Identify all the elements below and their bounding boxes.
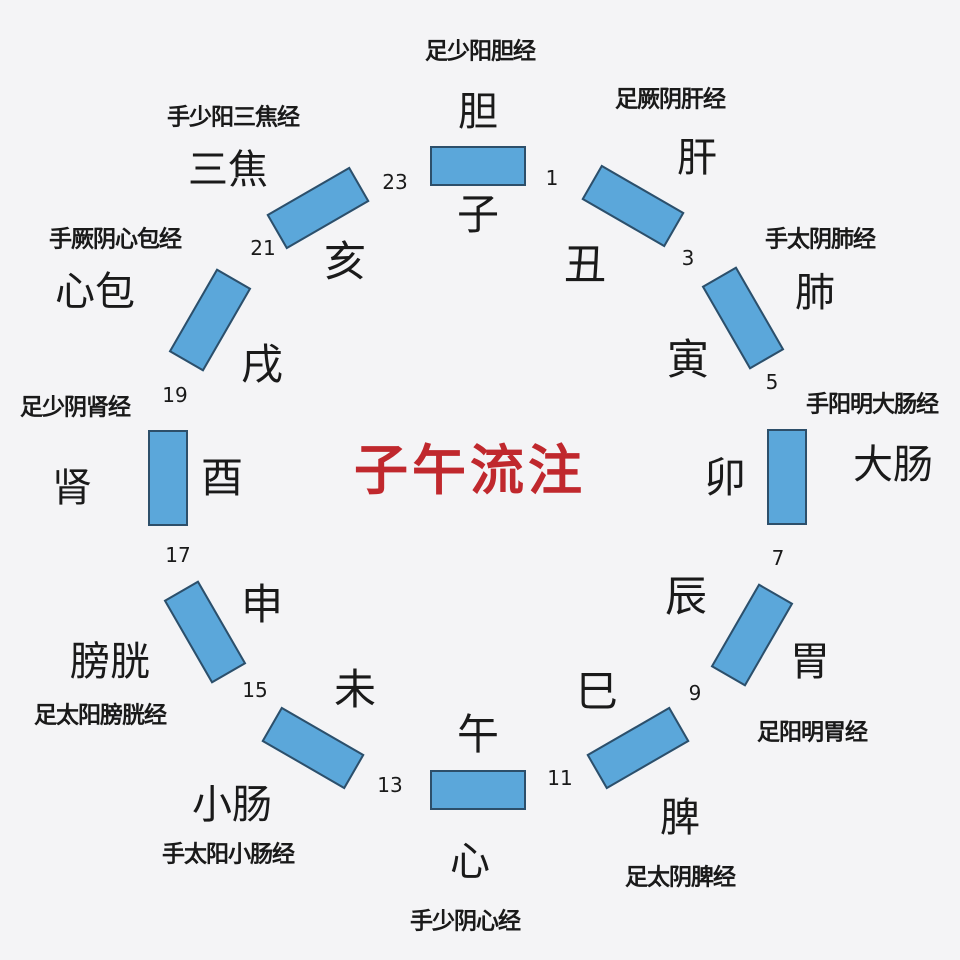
branch-label: 巳 (575, 667, 619, 716)
hour-number: 21 (250, 236, 276, 260)
organ-label: 小肠 (192, 782, 272, 828)
hour-number: 1 (545, 166, 559, 190)
organ-label: 肝 (677, 135, 717, 181)
diagram-title: 子午流注 (354, 438, 586, 502)
hour-number: 5 (765, 370, 779, 394)
segment-xu (168, 268, 252, 372)
organ-label: 三焦 (188, 147, 268, 193)
segment-zi (430, 146, 526, 186)
meridian-label: 足少阴肾经 (20, 394, 131, 421)
hour-number: 13 (377, 773, 403, 797)
meridian-label: 足厥阴肝经 (615, 86, 726, 113)
branch-label: 戌 (240, 340, 284, 389)
organ-label: 胃 (790, 639, 830, 685)
branch-label: 丑 (563, 240, 607, 289)
hour-number: 23 (382, 170, 408, 194)
branch-label: 寅 (666, 335, 710, 384)
segment-yin (701, 266, 785, 370)
meridian-label: 手少阳三焦经 (167, 104, 300, 131)
branch-label: 亥 (323, 237, 367, 286)
branch-label: 卯 (703, 453, 747, 502)
organ-label: 肺 (795, 270, 835, 316)
meridian-label: 足太阴脾经 (625, 864, 736, 891)
branch-label: 酉 (200, 453, 244, 502)
hour-number: 3 (681, 246, 695, 270)
segment-mao (767, 429, 807, 525)
organ-label: 大肠 (853, 442, 933, 488)
segment-wu (430, 770, 526, 810)
meridian-label: 手太阴肺经 (765, 226, 876, 253)
branch-label: 申 (240, 580, 284, 629)
meridian-label: 足少阳胆经 (425, 38, 536, 65)
meridian-label: 足太阳膀胱经 (34, 702, 167, 729)
meridian-label: 手厥阴心包经 (49, 226, 182, 253)
meridian-label: 足阳明胃经 (757, 719, 868, 746)
meridian-label: 手阳明大肠经 (806, 391, 939, 418)
organ-label: 心包 (55, 269, 135, 315)
branch-label: 辰 (664, 572, 708, 621)
segment-si (586, 706, 690, 790)
hour-number: 9 (688, 681, 702, 705)
branch-label: 未 (333, 665, 377, 714)
hour-number: 19 (162, 383, 188, 407)
organ-label: 心 (450, 839, 490, 885)
segment-shen (163, 580, 247, 684)
branch-label: 子 (456, 190, 500, 239)
organ-label: 肾 (52, 465, 92, 511)
organ-label: 脾 (660, 795, 700, 841)
segment-chen (710, 583, 794, 687)
organ-label: 膀胱 (70, 639, 150, 685)
organ-label: 胆 (458, 89, 498, 135)
meridian-label: 手少阴心经 (410, 908, 521, 935)
hour-number: 15 (242, 678, 268, 702)
hour-number: 11 (547, 766, 573, 790)
segment-wei (261, 706, 365, 790)
hour-number: 17 (165, 543, 191, 567)
branch-label: 午 (456, 710, 500, 759)
hour-number: 7 (771, 546, 785, 570)
meridian-label: 手太阳小肠经 (162, 841, 295, 868)
segment-chou (581, 164, 685, 248)
segment-you (148, 430, 188, 526)
